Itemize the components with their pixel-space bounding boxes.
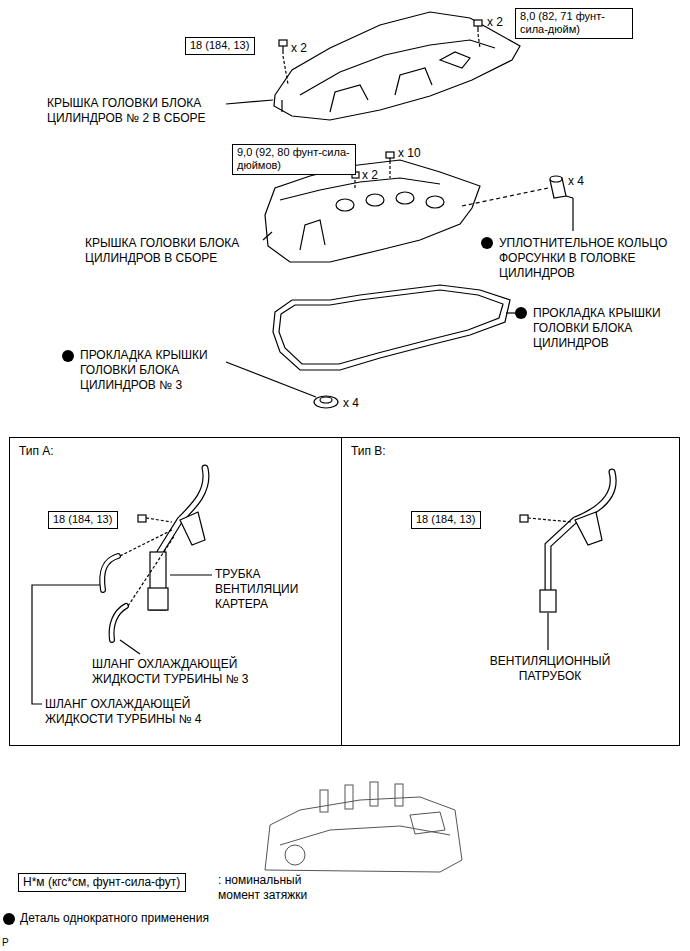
torque-box: 18 (184, 13) [48,511,118,529]
torque-box: 8,0 (82, 71 фунт-сила-дюйм) [515,8,633,39]
part-name: ШЛАНГ ОХЛАЖДАЮЩЕЙ ЖИДКОСТИ ТУРБИНЫ № 3 [92,657,257,687]
torque-box: 18 (184, 13) [185,37,255,55]
torque-value: 18 (184, 13) [53,513,113,526]
torque-value: 18 (184, 13) [190,39,250,52]
quantity: x 2 [291,41,307,56]
part-name: ТРУБКА ВЕНТИЛЯЦИИ КАРТЕРА [215,567,333,612]
quantity: x 2 [362,168,378,183]
quantity: x 4 [343,396,359,411]
legend-text: Деталь однократного применения [20,911,209,926]
part-name: ПРОКЛАДКА КРЫШКИ ГОЛОВКИ БЛОКА ЦИЛИНДРОВ [533,306,673,351]
torque-value: 8,0 (82, 71 фунт-сила-дюйм) [520,10,628,36]
part-name: ПРОКЛАДКА КРЫШКИ ГОЛОВКИ БЛОКА ЦИЛИНДРОВ… [80,348,225,393]
quantity: x 10 [398,146,421,161]
torque-value: 18 (184, 13) [416,513,476,526]
panel-heading: Тип А: [19,444,54,458]
legend-text: : номинальный момент затяжки [218,873,328,903]
part-name: ВЕНТИЛЯЦИОННЫЙ ПАТРУБОК [470,654,630,684]
torque-value: Н*м (кгс*см, фунт-сила-фут) [23,875,181,889]
torque-box: Н*м (кгс*см, фунт-сила-фут) [18,873,186,892]
part-name: УПЛОТНИТЕЛЬНОЕ КОЛЬЦО ФОРСУНКИ В ГОЛОВКЕ… [499,236,679,281]
type-panel: Тип В: 18 (184, 13) [341,437,680,746]
quantity: x 4 [568,174,584,189]
torque-value: 9,0 (92, 80 фунт-сила-дюймов) [237,146,351,172]
torque-box: 18 (184, 13) [411,511,481,529]
part-name: ШЛАНГ ОХЛАЖДАЮЩЕЙ ЖИДКОСТИ ТУРБИНЫ № 4 [45,697,210,727]
part-name: КРЫШКА ГОЛОВКИ БЛОКА ЦИЛИНДРОВ № 2 В СБО… [47,96,225,126]
panel-heading: Тип В: [351,444,386,458]
quantity: x 2 [487,15,503,30]
torque-box: 9,0 (92, 80 фунт-сила-дюймов) [232,144,356,175]
figure-code: P [2,937,9,950]
part-name: КРЫШКА ГОЛОВКИ БЛОКА ЦИЛИНДРОВ В СБОРЕ [85,236,261,266]
